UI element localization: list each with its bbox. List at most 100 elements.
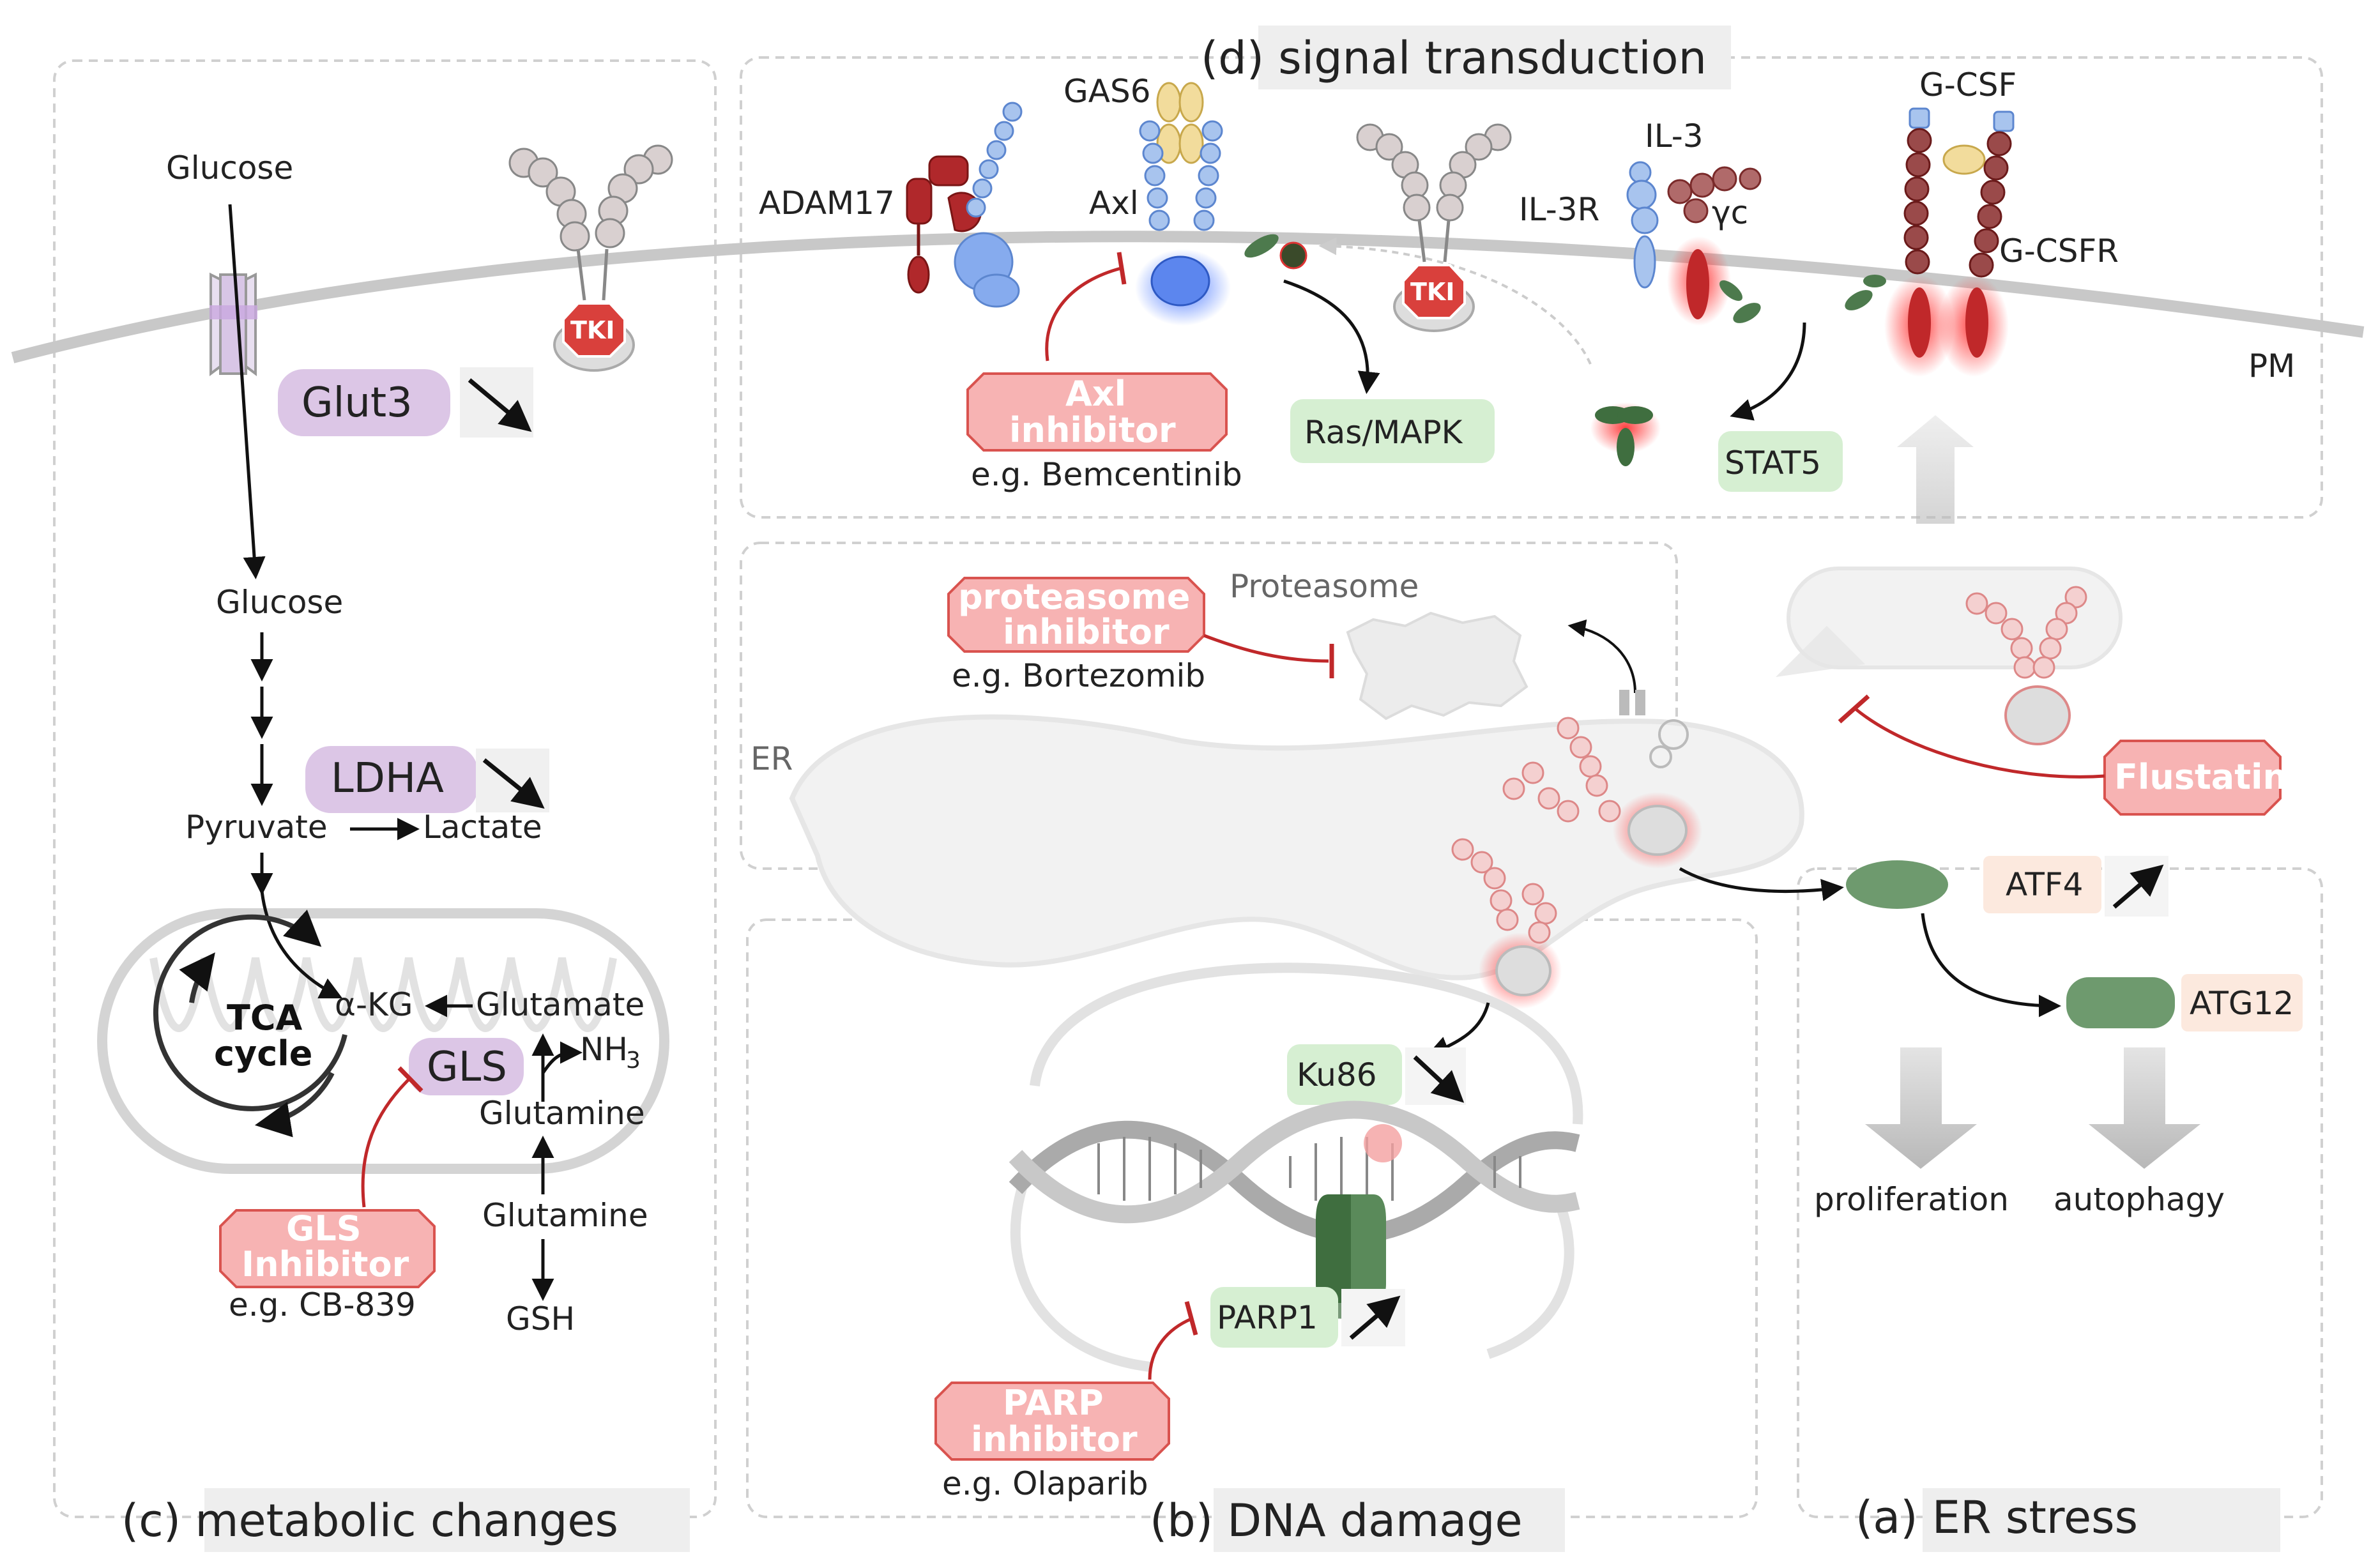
vesicle-shape [1787, 567, 2123, 669]
proteasome-label: Proteasome [1230, 568, 1419, 605]
tki-receptor-icon [1356, 123, 1512, 332]
gcsf-receptor-icon [1845, 107, 2015, 377]
parp-inhibitor-badge[interactable] [934, 1382, 1170, 1461]
autophagy-label: autophagy [2054, 1181, 2225, 1218]
er-label: ER [751, 740, 793, 777]
proliferation-grey-arrow [1865, 1047, 1977, 1169]
parp1-box [1210, 1287, 1338, 1348]
receptor-to-stat5-arrow [1730, 322, 1806, 421]
gsh-label: GSH [506, 1300, 575, 1337]
flustatin-label: Flustatin [2114, 757, 2287, 797]
gls-label: GLS [427, 1044, 507, 1091]
glutamine-label: Glutamine [482, 1197, 648, 1234]
parp-inhibitor-example: e.g. Olaparib [942, 1465, 1148, 1502]
er-to-proteasome-arrow [1567, 619, 1636, 694]
akg-label: α-KG [335, 986, 413, 1023]
ldha-down-arrow-icon [482, 758, 545, 809]
glucose-intracellular: Glucose [216, 584, 343, 621]
axl-label: Axl [1089, 185, 1139, 222]
gls-inhibitor-example: e.g. CB-839 [229, 1286, 416, 1323]
ldha-label: LDHA [331, 755, 444, 802]
er-translocon-icon [1619, 690, 1689, 768]
panel-title-erstress: (a) ER stress [1856, 1491, 2138, 1544]
glut3-down-arrow-icon [468, 378, 532, 432]
ras-mapk-box [1290, 399, 1495, 463]
parp1-up-arrow-icon [1349, 1295, 1401, 1340]
parp-inhibition-line [1148, 1317, 1192, 1380]
axl-receptor-icon [1135, 120, 1231, 326]
atf4-protein-icon [1846, 860, 1948, 909]
atg12-protein-icon [2066, 977, 2175, 1028]
panel-title-bg [1214, 1488, 1565, 1552]
proteasome-inhibitor-example: e.g. Bortezomib [952, 657, 1205, 694]
gcsfr-label: G-CSFR [1999, 232, 2119, 270]
parp1-label: PARP1 [1217, 1299, 1318, 1336]
glutamate-label: Glutamate [476, 986, 644, 1023]
axl-inhibitor-example: e.g. Bemcentinib [971, 456, 1242, 493]
il3-label: IL-3 [1645, 118, 1703, 155]
ras-mapk-label: Ras/MAPK [1304, 414, 1463, 451]
atf4-label: ATF4 [2006, 866, 2083, 903]
phospho-adaptor-icon [1244, 234, 1307, 270]
axl-inhibition-bar [1117, 252, 1127, 285]
stat5-label: STAT5 [1725, 445, 1821, 482]
tki-label: TKI [1410, 278, 1455, 306]
atg12-label: ATG12 [2190, 985, 2294, 1022]
parp-inhibitor-label-2: inhibitor [971, 1419, 1138, 1459]
proteasome-inhibitor-label-1: proteasome [958, 577, 1190, 617]
axl-inhibitor-label-1: Axl [1065, 374, 1126, 414]
axl-to-ras-arrow [1283, 279, 1380, 394]
glut3-box [278, 369, 450, 436]
mitochondrion-icon [97, 908, 669, 1174]
il3r-label: IL-3R [1519, 191, 1599, 228]
il3-receptor-icon [1626, 161, 1762, 326]
gas6-ligand-icon [1156, 82, 1204, 164]
gls-inhibition-bar [397, 1066, 423, 1093]
gcsf-label: G-CSF [1919, 66, 2016, 103]
nh3-release-arrow [541, 1041, 583, 1074]
panel-title-signal: (d) signal transduction [1201, 32, 1707, 84]
panel-title-metabolic: (c) metabolic changes [121, 1495, 618, 1547]
er-to-ku86-arrow [1426, 1002, 1490, 1058]
adam17-label: ADAM17 [759, 185, 895, 222]
er-to-pm-grey-arrow [1897, 415, 1974, 524]
nucleus-outline [1010, 963, 1583, 1372]
glut3-label: Glut3 [301, 379, 413, 427]
flustatin-badge[interactable] [2103, 740, 2282, 816]
stat5-dimer-icon [1590, 402, 1661, 466]
proteasome-inhibitor-label-2: inhibitor [1003, 612, 1170, 652]
tca-cycle-arc-2 [179, 952, 215, 1003]
gas6-label: GAS6 [1063, 73, 1151, 110]
gls-inhibition-line [361, 1078, 410, 1208]
pyruvate-label: Pyruvate [185, 809, 328, 846]
gls-inhibitor-label-2: Inhibitor [241, 1244, 409, 1284]
tki-receptor-icon [508, 144, 673, 372]
atg12-box [2181, 974, 2303, 1031]
atf4-box [1983, 856, 2101, 913]
panel-title-bg [1258, 26, 1731, 89]
panel-title-bg [1923, 1488, 2280, 1552]
atf4-up-arrow-icon [2112, 864, 2164, 909]
cleaved-axl-icon [954, 102, 1023, 308]
panel-title-dna: (b) DNA damage [1150, 1495, 1523, 1547]
er-receptor-icon [1965, 586, 2087, 745]
axl-inhibitor-badge[interactable] [966, 372, 1228, 452]
nh3-label: NH [580, 1031, 628, 1068]
yc-label: γc [1712, 194, 1748, 231]
tca-cycle-arc-3 [254, 1072, 335, 1138]
axl-inhibitor-label-2: inhibitor [1009, 410, 1176, 450]
gls-inhibitor-badge[interactable] [219, 1209, 436, 1288]
flustatin-inhibition-bar [1838, 694, 1870, 724]
proteasome-inhibitor-badge[interactable] [947, 577, 1205, 653]
lactate-label: Lactate [423, 809, 542, 846]
proteasome-complex-icon [1346, 611, 1528, 720]
tca-cycle-arc-icon [153, 910, 347, 1111]
gls-inhibitor-label-1: GLS [286, 1208, 362, 1249]
stat5-box [1718, 431, 1843, 492]
feedback-dashed-arrow [1318, 237, 1592, 365]
nh3-subscript: 3 [626, 1047, 641, 1074]
atf4-to-atg12-arrow [1921, 913, 2061, 1017]
ku86-down-arrow-icon [1413, 1055, 1465, 1103]
tki-label: TKI [570, 316, 615, 344]
pyruvate-to-akg-arrow [260, 890, 343, 999]
